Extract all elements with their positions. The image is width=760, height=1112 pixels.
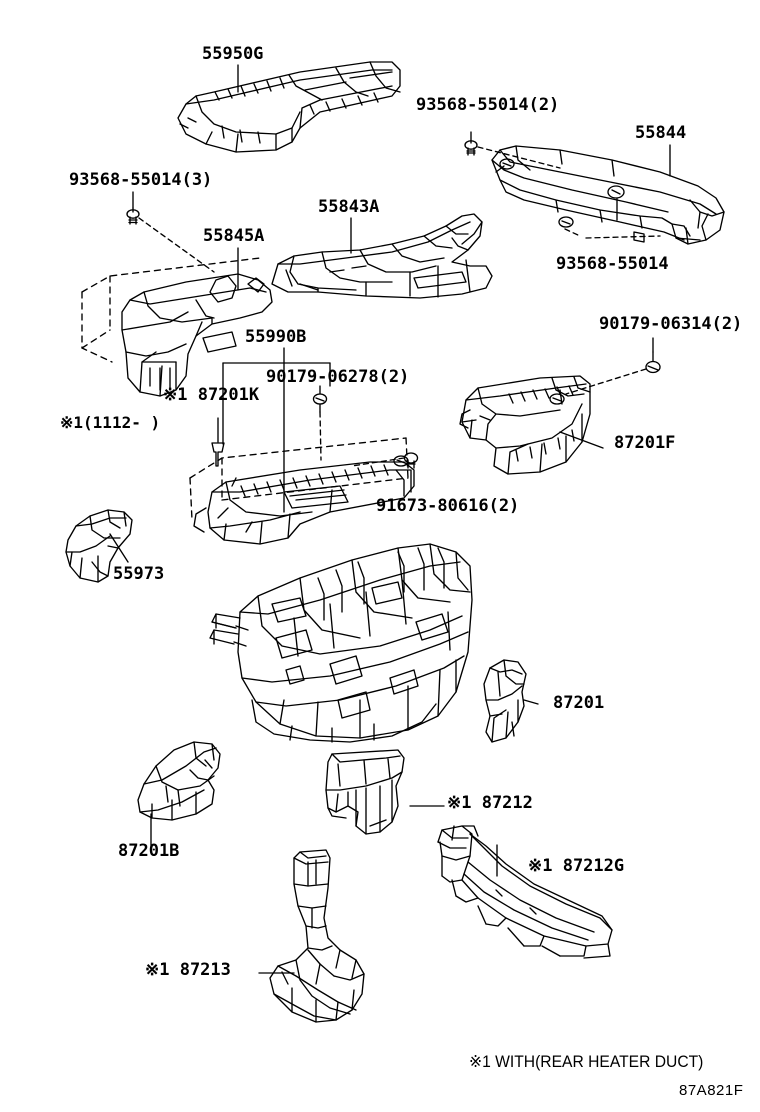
label-55845a: 55845A bbox=[203, 226, 265, 246]
leader-55973 bbox=[109, 533, 129, 563]
label-55990b: 55990B bbox=[245, 327, 307, 347]
part-shape-87201 bbox=[483, 659, 527, 743]
label-87212g: ※1 87212G bbox=[528, 856, 625, 876]
leader-bolt-93568-2 bbox=[477, 146, 561, 169]
part-shape-nut-90179-06314 bbox=[645, 351, 661, 374]
variant-note: ※1(1112- ) bbox=[60, 413, 161, 432]
part-shape-clip-90179-06278 bbox=[312, 393, 328, 413]
part-shape-87213 bbox=[269, 849, 365, 1023]
label-87212: ※1 87212 bbox=[447, 793, 533, 813]
part-shape-55950g bbox=[177, 61, 401, 153]
leader-90179-06314 bbox=[565, 368, 647, 395]
part-shape-87201b bbox=[137, 741, 221, 821]
part-shape-bolt-93568-2 bbox=[464, 131, 478, 156]
part-shape-clip-87201k bbox=[211, 442, 225, 467]
label-55973: 55973 bbox=[113, 564, 165, 584]
label-55843a: 55843A bbox=[318, 197, 380, 217]
part-shape-bolt-93568-3 bbox=[126, 207, 140, 225]
part-shape-87212g bbox=[437, 825, 613, 959]
construction-box-55845a bbox=[81, 257, 261, 363]
label-90179-06314: 90179-06314(2) bbox=[599, 314, 743, 334]
label-55844: 55844 bbox=[635, 123, 687, 143]
leader-87201 bbox=[523, 699, 539, 705]
part-shape-55844 bbox=[491, 145, 725, 245]
label-91673-80616: 91673-80616(2) bbox=[376, 496, 520, 516]
part-shape-87201f bbox=[459, 375, 591, 475]
part-shape-bolt-91673 bbox=[403, 452, 419, 469]
label-87213: ※1 87213 bbox=[145, 960, 231, 980]
label-93568-55014-2: 93568-55014(2) bbox=[416, 95, 560, 115]
part-shape-55843a bbox=[271, 213, 493, 299]
leader-87201f bbox=[559, 431, 604, 449]
part-shape-heater-unit bbox=[209, 543, 473, 743]
label-93568-55014: 93568-55014 bbox=[556, 254, 669, 274]
footnote-rear-heater-duct: ※1 WITH(REAR HEATER DUCT) bbox=[469, 1052, 704, 1071]
label-87201b: 87201B bbox=[118, 841, 180, 861]
label-55950g: 55950G bbox=[202, 44, 264, 64]
label-93568-55014-3: 93568-55014(3) bbox=[69, 170, 213, 190]
label-87201: 87201 bbox=[553, 693, 605, 713]
label-90179-06278: 90179-06278(2) bbox=[266, 367, 410, 387]
part-shape-87212 bbox=[325, 749, 405, 835]
label-87201k: ※1 87201K bbox=[163, 385, 260, 405]
figure-code: 87A821F bbox=[679, 1082, 744, 1099]
label-87201f: 87201F bbox=[614, 433, 676, 453]
